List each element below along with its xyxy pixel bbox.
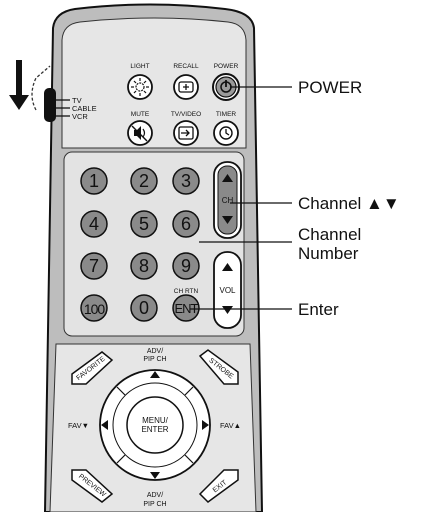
fav-down-label: FAV▼ bbox=[68, 421, 89, 430]
mode-cable-label: CABLE bbox=[72, 104, 97, 113]
mode-vcr-label: VCR bbox=[72, 112, 88, 121]
clock-icon bbox=[219, 126, 233, 140]
exit-button[interactable]: EXIT bbox=[198, 469, 239, 503]
input-icon bbox=[178, 126, 194, 140]
digit-label: 9 bbox=[181, 256, 191, 276]
digit-label: 6 bbox=[181, 214, 191, 234]
preview-button[interactable]: PREVIEW bbox=[71, 469, 114, 503]
volume-down-icon[interactable] bbox=[222, 306, 233, 314]
digit-label: 3 bbox=[181, 171, 191, 191]
digit-button-9[interactable]: 9 bbox=[172, 252, 200, 280]
tv-video-button[interactable] bbox=[173, 120, 199, 146]
digit-button-0[interactable]: 0 bbox=[130, 294, 158, 322]
enter-callout: Enter bbox=[298, 300, 339, 319]
digit-button-5[interactable]: 5 bbox=[130, 210, 158, 238]
mute-button[interactable] bbox=[127, 120, 153, 146]
vol-label: VOL bbox=[219, 286, 236, 295]
adv-pip-bottom-line1: ADV/ bbox=[147, 492, 163, 499]
adv-pip-bottom-line2: PIP CH bbox=[143, 501, 166, 508]
digit-label: 4 bbox=[89, 214, 99, 234]
power-callout: POWER bbox=[298, 78, 362, 97]
ch-label: CH bbox=[222, 196, 234, 205]
digit-button-2[interactable]: 2 bbox=[130, 167, 158, 195]
mode-tv-label: TV bbox=[72, 96, 82, 105]
timer-button[interactable] bbox=[213, 120, 239, 146]
ent-label: ENT bbox=[175, 301, 199, 316]
digit-label: 8 bbox=[139, 256, 149, 276]
switch-slider[interactable] bbox=[44, 88, 56, 122]
nav-up-icon[interactable] bbox=[150, 371, 160, 378]
digit-button-4[interactable]: 4 bbox=[80, 210, 108, 238]
digit-button-1[interactable]: 1 bbox=[80, 167, 108, 195]
recall-label: RECALL bbox=[173, 63, 199, 70]
recall-button[interactable] bbox=[173, 74, 199, 100]
light-bulb-icon bbox=[131, 78, 149, 96]
volume-up-icon[interactable] bbox=[222, 263, 233, 271]
nav-right-icon[interactable] bbox=[202, 420, 209, 430]
keypad-panel bbox=[63, 151, 245, 337]
digit-button-7[interactable]: 7 bbox=[80, 252, 108, 280]
nav-left-icon[interactable] bbox=[101, 420, 108, 430]
digit-button-6[interactable]: 6 bbox=[172, 210, 200, 238]
top-panel bbox=[61, 17, 247, 149]
power-label: POWER bbox=[214, 63, 239, 70]
light-label: LIGHT bbox=[130, 63, 149, 70]
digit-button-8[interactable]: 8 bbox=[130, 252, 158, 280]
digit-label: 0 bbox=[139, 298, 149, 318]
mode-switch[interactable]: TV CABLE VCR bbox=[9, 60, 97, 122]
ent-button[interactable]: ENT bbox=[172, 294, 200, 322]
adv-pip-top-line1: ADV/ bbox=[147, 348, 163, 355]
digit-label: 5 bbox=[139, 214, 149, 234]
light-button[interactable] bbox=[127, 74, 153, 100]
digit-label: 2 bbox=[139, 171, 149, 191]
digit-button-100[interactable]: 100 bbox=[80, 294, 108, 322]
channel-down-icon[interactable] bbox=[222, 216, 233, 224]
menu-enter-button[interactable]: MENU/ ENTER bbox=[126, 396, 184, 454]
tv-video-label: TV/VIDEO bbox=[171, 111, 201, 118]
digit-label: 7 bbox=[89, 256, 99, 276]
recall-icon bbox=[178, 81, 194, 93]
adv-pip-top-line2: PIP CH bbox=[143, 356, 166, 363]
menu-label: MENU/ bbox=[142, 416, 169, 425]
channel-up-icon[interactable] bbox=[222, 174, 233, 182]
channel-rocker[interactable]: CH bbox=[213, 161, 242, 239]
digit-button-3[interactable]: 3 bbox=[172, 167, 200, 195]
nav-down-icon[interactable] bbox=[150, 472, 160, 479]
digit-label: 1 bbox=[89, 171, 99, 191]
ch-rtn-label: CH RTN bbox=[174, 288, 199, 295]
channel-number-callout-line1: Channel bbox=[298, 225, 361, 244]
mute-label: MUTE bbox=[131, 111, 150, 118]
fav-up-label: FAV▲ bbox=[220, 421, 241, 430]
enter-label: ENTER bbox=[141, 425, 168, 434]
down-arrow-icon bbox=[9, 60, 29, 110]
mute-speaker-icon bbox=[131, 125, 148, 142]
channel-number-callout-line2: Number bbox=[298, 244, 359, 263]
channel-callout: Channel ▲▼ bbox=[298, 194, 400, 213]
volume-rocker[interactable]: VOL bbox=[213, 251, 242, 329]
digit-label: 100 bbox=[84, 301, 106, 317]
timer-label: TIMER bbox=[216, 111, 237, 118]
